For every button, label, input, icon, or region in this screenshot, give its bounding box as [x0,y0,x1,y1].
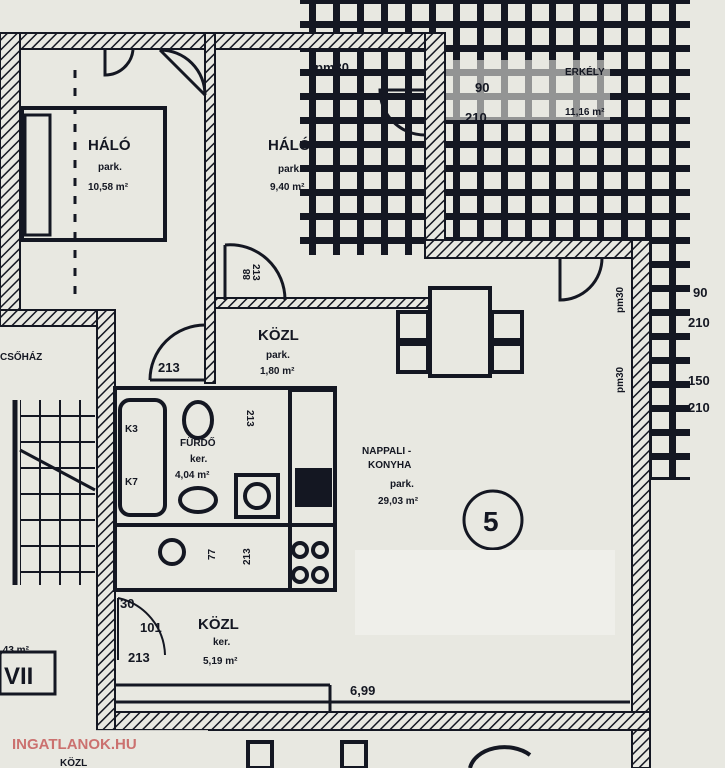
door-swing [148,323,206,382]
room-name-bedroom1: HÁLÓ [88,136,131,154]
watermark: INGATLANOK.HU [12,736,137,753]
apartment-number-circle [462,489,524,551]
next-unit [246,740,532,768]
bathroom [113,386,337,592]
room-floor-bedroom2: park. [278,164,302,175]
counter-lines [115,683,630,712]
dim-label: 210 [688,315,710,330]
room-name-stairwell: CSŐHÁZ [0,350,42,363]
nightstand [23,113,52,237]
door-swing [378,88,426,137]
room-area-living: 29,03 m² [378,496,419,507]
wc-kitchen [113,523,337,592]
dim-label: 77 [207,548,218,560]
dim-label: 213 [244,410,255,427]
dim-label: 213 [128,650,150,665]
dim-label: pm30 [315,60,349,75]
dim-label: 210 [688,400,710,415]
dim-label: 88 [242,268,253,280]
door-swing [223,243,287,301]
room-name-lower-hall: KÖZL [60,756,87,768]
room-floor-bedroom1: park. [98,162,122,173]
dining-table [396,286,524,378]
dim-label: 6,99 [350,683,375,698]
dim-label: 90 [693,285,707,300]
room-floor-bathroom: ker. [190,454,207,465]
room-area-hall-upper: 1,80 m² [260,366,295,377]
room-name-bathroom: FÜRDŐ [180,436,216,449]
dim-label: 213 [250,264,261,281]
room-floor-hall-lower: ker. [213,637,230,648]
door-swing [158,48,207,97]
fixture-label: K3 [125,424,138,435]
room-name-living: NAPPALI - [362,446,411,457]
room-area-bedroom2: 9,40 m² [270,182,305,193]
room-name-bedroom2: HÁLÓ [268,136,311,154]
dim-label: pm30 [615,286,626,313]
stairwell-number: VII [4,663,33,690]
dim-label: 213 [242,548,253,565]
dim-label: 150 [688,373,710,388]
dim-label: 90 [475,80,489,95]
dim-label: pm30 [615,366,626,393]
door-swing [103,49,135,77]
fixture-label: K7 [125,477,138,488]
stairwell: CSŐHÁZ ,43 m² VII [0,350,96,696]
room-area-hall-lower: 5,19 m² [203,656,238,667]
room-name-hall-lower: KÖZL [198,616,239,633]
room-floor-living: park. [390,479,414,490]
apartment-number: 5 [483,506,499,537]
watermark-bg [8,730,208,756]
room-floor-hall-upper: park. [266,350,290,361]
door-swing [558,257,604,302]
room-area-bathroom: 4,04 m² [175,470,210,481]
blurred-area [355,550,615,635]
dim-label: 213 [158,360,180,375]
room-name-hall-upper: KÖZL [258,327,299,344]
balcony-area: 11,16 m² [565,107,605,118]
dim-label: 210 [465,110,487,125]
room-area-bedroom1: 10,58 m² [88,182,129,193]
balcony-name: ERKÉLY [565,65,605,78]
room-name-living-2: KONYHA [368,460,411,471]
door-swing [117,597,166,660]
bed [20,106,167,242]
